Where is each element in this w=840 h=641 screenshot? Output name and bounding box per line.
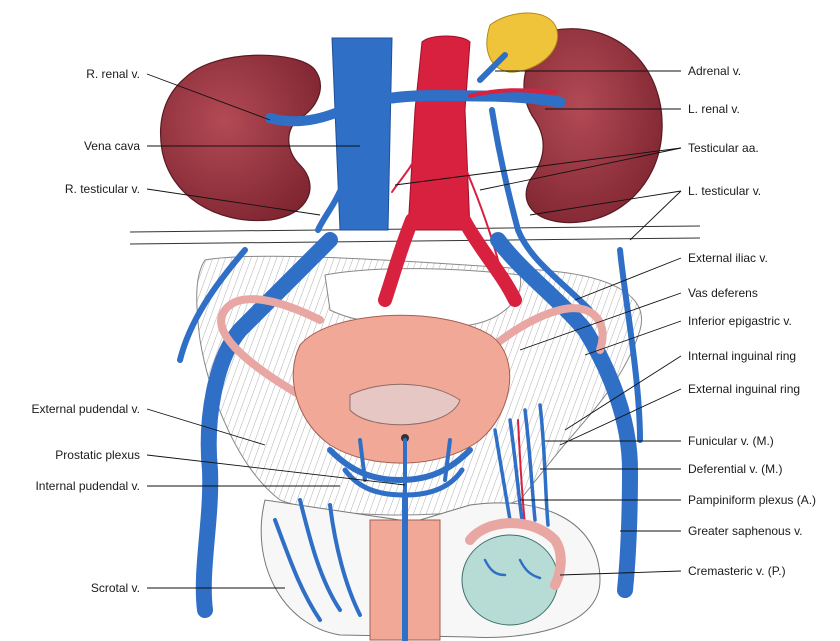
label-scrotal-v: Scrotal v.: [91, 581, 140, 595]
bladder: [293, 315, 509, 463]
label-deferential-v: Deferential v. (M.): [688, 462, 782, 476]
right-labels: Adrenal v. L. renal v. Testicular aa. L.…: [688, 64, 816, 578]
label-r-renal-v: R. renal v.: [86, 67, 140, 81]
label-r-testicular-v: R. testicular v.: [65, 182, 140, 196]
label-prostatic-plexus: Prostatic plexus: [55, 448, 140, 462]
label-vena-cava: Vena cava: [84, 139, 140, 153]
label-funicular-v: Funicular v. (M.): [688, 434, 774, 448]
label-testicular-aa: Testicular aa.: [688, 141, 759, 155]
aorta: [385, 36, 515, 300]
label-internal-pudendal-v: Internal pudendal v.: [35, 479, 140, 493]
label-inferior-epigastric-v: Inferior epigastric v.: [688, 314, 792, 328]
label-external-pudendal-v: External pudendal v.: [31, 402, 140, 416]
left-labels: R. renal v. Vena cava R. testicular v. E…: [31, 67, 140, 595]
label-l-renal-v: L. renal v.: [688, 102, 740, 116]
label-pampiniform-plexus: Pampiniform plexus (A.): [688, 493, 816, 507]
label-l-testicular-v: L. testicular v.: [688, 184, 761, 198]
label-external-iliac-v: External iliac v.: [688, 251, 768, 265]
label-external-inguinal-ring: External inguinal ring: [688, 382, 800, 396]
testis: [462, 523, 561, 625]
vena-cava: [332, 38, 392, 230]
label-greater-saphenous-v: Greater saphenous v.: [688, 524, 803, 538]
label-adrenal-v: Adrenal v.: [688, 64, 741, 78]
label-vas-deferens: Vas deferens: [688, 286, 758, 300]
label-cremasteric-v: Cremasteric v. (P.): [688, 564, 786, 578]
right-kidney: [161, 55, 321, 220]
label-internal-inguinal-ring: Internal inguinal ring: [688, 349, 796, 363]
